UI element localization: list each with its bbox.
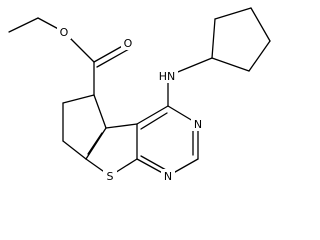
structure-diagram: O O HN N N S	[8, 7, 271, 183]
bond-cp-2	[248, 40, 271, 72]
bond-ch3-ch2	[8, 17, 39, 33]
bond-c4b-c7a	[85, 127, 107, 160]
atom-o-carbonyl: O	[124, 37, 133, 50]
bond-c4a-c4	[136, 105, 169, 125]
bond-n1-c8a-inner	[140, 155, 167, 171]
atom-n1: N	[164, 170, 172, 183]
bond-c4a-c4-inner	[140, 112, 168, 130]
atom-n3: N	[194, 118, 202, 131]
bond-cp-4	[214, 7, 252, 20]
bond-c4b-c4a	[105, 123, 138, 129]
atom-labels: O O HN N N S	[57, 25, 205, 183]
bond-cp-3	[250, 7, 271, 42]
atom-o-ether: O	[60, 26, 69, 39]
molecule-drawing: O O HN N N S	[8, 7, 271, 183]
bond-c5-c4b	[93, 94, 107, 129]
atom-s: S	[107, 170, 114, 183]
atom-nh: HN	[159, 70, 176, 83]
bond-c5-c6	[62, 94, 95, 104]
bond-carbonyl-double-2	[96, 48, 130, 68]
bond-cp-5	[211, 18, 216, 59]
bond-cp-1	[211, 57, 250, 72]
bonds	[8, 7, 271, 177]
bond-c7-c7a	[62, 140, 87, 160]
bond-carbonyl-double-1	[93, 43, 127, 63]
bond-c4b-c7a-inner	[87, 132, 103, 155]
